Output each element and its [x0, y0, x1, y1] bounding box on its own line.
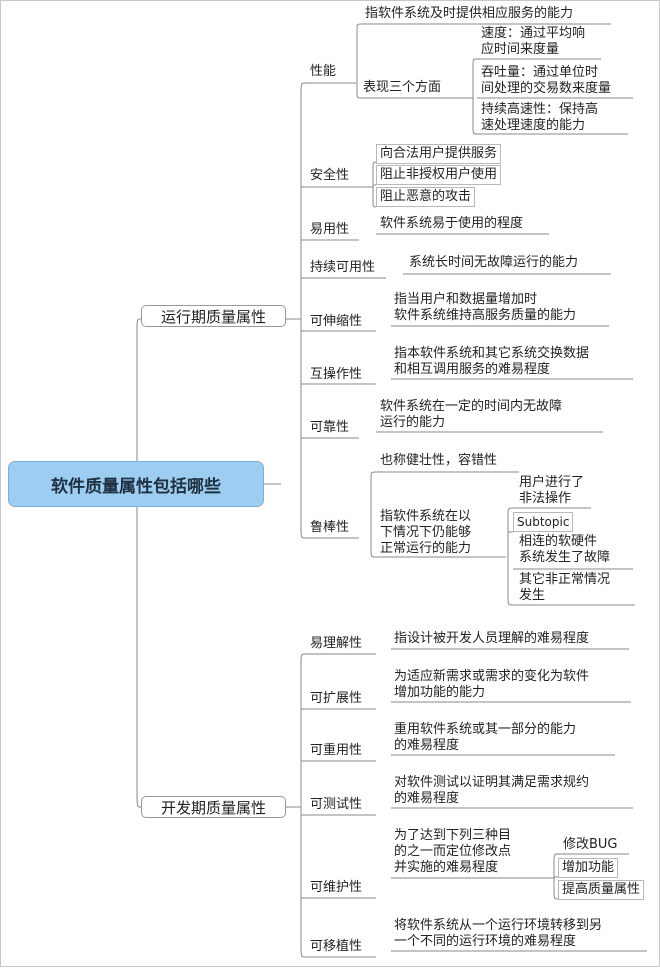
maintainability-goal-fix-bug[interactable]: 修改BUG — [563, 837, 618, 852]
robustness-case-other-abnormal[interactable]: 其它非正常情况 发生 — [519, 572, 611, 603]
portability-definition[interactable]: 将软件系统从一个运行环境转移到另 一个不同的运行环境的难易程度 — [394, 918, 603, 949]
scalability-definition[interactable]: 指当用户和数据量增加时 软件系统维持高服务质量的能力 — [394, 292, 577, 323]
topic-reliability[interactable]: 可靠性 — [310, 420, 350, 435]
topic-reusability[interactable]: 可重用性 — [310, 743, 363, 758]
topic-robustness[interactable]: 鲁棒性 — [310, 520, 350, 535]
robustness-case-illegal-operation[interactable]: 用户进行了 非法操作 — [519, 475, 585, 506]
aspect-sustained-speed[interactable]: 持续高速性：保持高 速处理速度的能力 — [481, 102, 599, 133]
topic-interoperability[interactable]: 互操作性 — [310, 367, 363, 382]
topic-understandability[interactable]: 易理解性 — [310, 636, 363, 651]
aspect-throughput[interactable]: 吞吐量：通过单位时 间处理的交易数来度量 — [481, 65, 612, 96]
branch-dev[interactable]: 开发期质量属性 — [141, 796, 286, 818]
topic-scalability[interactable]: 可伸缩性 — [310, 314, 363, 329]
extensibility-definition[interactable]: 为适应新需求或需求的变化为软件 增加功能的能力 — [394, 669, 590, 700]
aspect-speed[interactable]: 速度：通过平均响 应时间来度量 — [481, 26, 586, 57]
branch-runtime[interactable]: 运行期质量属性 — [141, 305, 286, 327]
understandability-definition[interactable]: 指设计被开发人员理解的难易程度 — [394, 631, 590, 646]
interoperability-definition[interactable]: 指本软件系统和其它系统交换数据 和相互调用服务的难易程度 — [394, 346, 590, 377]
availability-definition[interactable]: 系统长时间无故障运行的能力 — [409, 255, 579, 270]
security-item-block-attack[interactable]: 阻止恶意的攻击 — [376, 187, 476, 207]
topic-extensibility[interactable]: 可扩展性 — [310, 691, 363, 706]
topic-maintainability[interactable]: 可维护性 — [310, 880, 363, 895]
testability-definition[interactable]: 对软件测试以证明其满足需求规约 的难易程度 — [394, 775, 590, 806]
topic-performance[interactable]: 性能 — [310, 64, 337, 79]
maintainability-goal-add-feature[interactable]: 增加功能 — [558, 858, 619, 878]
performance-definition[interactable]: 指软件系统及时提供相应服务的能力 — [365, 6, 574, 21]
maintainability-goal-improve-quality[interactable]: 提高质量属性 — [558, 880, 645, 900]
topic-availability[interactable]: 持续可用性 — [310, 260, 376, 275]
security-item-serve-legit[interactable]: 向合法用户提供服务 — [376, 144, 502, 164]
robustness-case-hardware-fault[interactable]: 相连的软硬件 系统发生了故障 — [519, 534, 611, 565]
topic-testability[interactable]: 可测试性 — [310, 797, 363, 812]
usability-definition[interactable]: 软件系统易于使用的程度 — [380, 216, 524, 231]
branch-runtime-label: 运行期质量属性 — [160, 307, 266, 326]
robustness-definition[interactable]: 指软件系统在以 下情况下仍能够 正常运行的能力 — [380, 509, 472, 556]
maintainability-definition[interactable]: 为了达到下列三种目 的之一而定位修改点 并实施的难易程度 — [394, 828, 512, 875]
robustness-case-subtopic[interactable]: Subtopic — [513, 512, 574, 532]
branch-dev-label: 开发期质量属性 — [160, 798, 266, 817]
root-topic[interactable]: 软件质量属性包括哪些 — [8, 461, 264, 507]
topic-security[interactable]: 安全性 — [310, 168, 350, 183]
robustness-alias[interactable]: 也称健壮性，容错性 — [380, 453, 498, 468]
reliability-definition[interactable]: 软件系统在一定的时间内无故障 运行的能力 — [380, 399, 563, 430]
reusability-definition[interactable]: 重用软件系统或其一部分的能力 的难易程度 — [394, 722, 577, 753]
performance-aspects[interactable]: 表现三个方面 — [363, 80, 442, 95]
root-label: 软件质量属性包括哪些 — [51, 476, 221, 497]
topic-usability[interactable]: 易用性 — [310, 222, 350, 237]
topic-portability[interactable]: 可移植性 — [310, 939, 363, 954]
security-item-block-unauthorized[interactable]: 阻止非授权用户使用 — [376, 165, 502, 185]
